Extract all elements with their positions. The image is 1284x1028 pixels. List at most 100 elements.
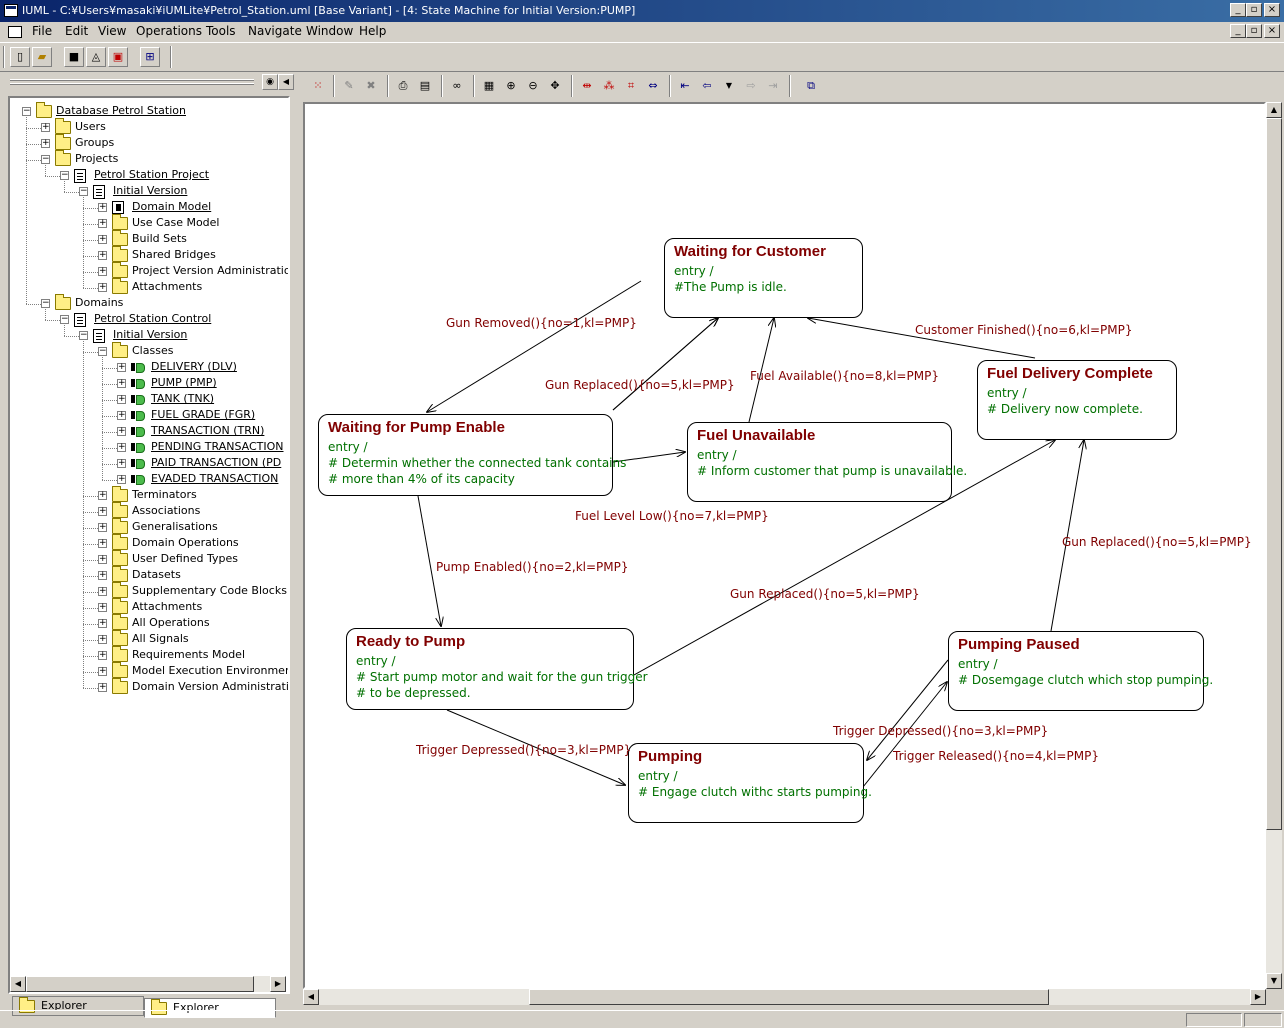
transition-arrow-t7[interactable] [612, 452, 685, 463]
new-file-icon[interactable]: ▯ [10, 47, 30, 67]
scroll-up-icon[interactable]: ▲ [1266, 102, 1282, 118]
tree-item[interactable]: +All Operations [10, 614, 288, 632]
maximize-button[interactable]: ▫ [1246, 3, 1262, 17]
tree-item[interactable]: +FUEL GRADE (FGR) [10, 408, 288, 424]
tree-item[interactable]: −Classes [10, 342, 288, 360]
tree-item[interactable]: +Domain Operations [10, 534, 288, 552]
expand-icon[interactable]: + [117, 458, 126, 468]
transition-label-t5b[interactable]: Gun Replaced(){no=5,kl=PMP} [545, 378, 735, 392]
tree-item[interactable]: +Model Execution Environment [10, 662, 288, 680]
window-list-icon[interactable]: ⧉ [801, 76, 821, 96]
transition-label-t4[interactable]: Trigger Released(){no=4,kl=PMP} [893, 749, 1099, 763]
transition-label-t1[interactable]: Gun Removed(){no=1,kl=PMP} [446, 316, 637, 330]
canvas-hscroll[interactable]: ◀ ▶ [303, 989, 1266, 1005]
tree-item[interactable]: +PAID TRANSACTION (PD [10, 456, 288, 472]
transition-arrow-t5a[interactable] [1050, 440, 1084, 632]
tree-item[interactable]: +Requirements Model [10, 646, 288, 664]
collapse-icon[interactable]: − [60, 314, 69, 324]
tree-item[interactable]: +EVADED TRANSACTION [10, 472, 288, 488]
tree-item[interactable]: −Domains [10, 294, 288, 312]
menu-edit[interactable]: Edit [65, 24, 89, 38]
transition-arrow-t3[interactable] [446, 709, 625, 785]
tree-item[interactable]: +Users [10, 118, 288, 136]
expand-icon[interactable]: + [98, 682, 107, 692]
tree-item[interactable]: +PENDING TRANSACTION [10, 440, 288, 456]
tree-item[interactable]: +Shared Bridges [10, 246, 288, 264]
last-icon[interactable]: ⇥ [763, 76, 783, 96]
transition-label-t2[interactable]: Pump Enabled(){no=2,kl=PMP} [436, 560, 629, 574]
tree-item[interactable]: +Domain Version Administration [10, 678, 288, 696]
collapse-icon[interactable]: − [79, 330, 88, 340]
expand-icon[interactable]: + [98, 202, 107, 212]
binoculars-icon[interactable]: ∞ [447, 76, 467, 96]
expand-icon[interactable]: + [117, 394, 126, 404]
transition-arrow-gun-replaced-enable[interactable] [612, 318, 718, 411]
scroll-right-icon[interactable]: ▶ [270, 976, 286, 992]
delete-x-icon[interactable]: ✖ [361, 76, 381, 96]
tree-item[interactable]: +All Signals [10, 630, 288, 648]
expand-icon[interactable]: + [98, 538, 107, 548]
back-icon[interactable]: ⇦ [697, 76, 717, 96]
menu-file[interactable]: File [32, 24, 53, 38]
resize-icon[interactable]: ⇔ [643, 76, 663, 96]
align-grid-icon[interactable]: ⁂ [599, 76, 619, 96]
document-icon[interactable] [8, 26, 22, 38]
mdi-minimize-button[interactable]: _ [1230, 24, 1246, 38]
explorer-hscroll[interactable]: ◀ ▶ [10, 976, 286, 992]
tree-item[interactable]: +Attachments [10, 278, 288, 296]
canvas-vscroll[interactable]: ▲ ▼ [1266, 102, 1282, 989]
menu-view[interactable]: View [98, 24, 127, 38]
expand-icon[interactable]: + [98, 250, 107, 260]
transition-label-t7[interactable]: Fuel Level Low(){no=7,kl=PMP} [575, 509, 769, 523]
collapse-icon[interactable]: − [60, 170, 69, 180]
expand-icon[interactable]: + [98, 522, 107, 532]
pin-icon[interactable]: ◉ [262, 74, 278, 90]
scroll-right-icon[interactable]: ▶ [1250, 989, 1266, 1005]
tree-item[interactable]: +TANK (TNK) [10, 392, 288, 408]
expand-icon[interactable]: + [98, 282, 107, 292]
transition-label-t8[interactable]: Fuel Available(){no=8,kl=PMP} [750, 369, 939, 383]
tree-item[interactable]: −Petrol Station Project [10, 168, 288, 184]
collapse-icon[interactable]: − [98, 346, 107, 356]
expand-icon[interactable]: + [98, 650, 107, 660]
expand-icon[interactable]: + [98, 634, 107, 644]
select-all-icon[interactable]: ⁙ [308, 76, 328, 96]
print-icon[interactable]: ⎙ [393, 76, 413, 96]
collapse-icon[interactable]: − [22, 106, 31, 116]
collapse-icon[interactable]: − [79, 186, 88, 196]
transition-arrow-t3b[interactable] [862, 682, 947, 788]
scroll-left-icon[interactable]: ◀ [10, 976, 26, 992]
transition-arrow-t2[interactable] [417, 495, 441, 626]
tree-item[interactable]: +Terminators [10, 486, 288, 504]
canvas-vscroll-thumb[interactable] [1266, 118, 1282, 830]
save-icon[interactable]: ■ [64, 47, 84, 67]
expand-icon[interactable]: + [117, 474, 126, 484]
recycle-icon[interactable]: ◬ [86, 47, 106, 67]
menu-window[interactable]: Window [306, 24, 354, 38]
tree-item[interactable]: +Datasets [10, 566, 288, 584]
transition-arrow-t4[interactable] [867, 659, 949, 760]
tree-item[interactable]: +Use Case Model [10, 214, 288, 232]
tree-item[interactable]: +PUMP (PMP) [10, 376, 288, 392]
expand-icon[interactable]: + [98, 586, 107, 596]
tab-explorer-1[interactable]: Explorer [12, 996, 144, 1016]
menu-help[interactable]: Help [359, 24, 387, 38]
expand-icon[interactable]: + [98, 618, 107, 628]
expand-icon[interactable]: + [117, 362, 126, 372]
zoom-in-icon[interactable]: ⊕ [501, 76, 521, 96]
transition-arrow-t1[interactable] [427, 280, 642, 412]
mdi-restore-button[interactable]: ▫ [1246, 24, 1262, 38]
dropdown-arrow-icon[interactable]: ▼ [719, 76, 739, 96]
expand-icon[interactable]: + [98, 490, 107, 500]
tree-item[interactable]: +DELIVERY (DLV) [10, 360, 288, 376]
tree-item[interactable]: +Attachments [10, 598, 288, 616]
hierarchy-icon[interactable]: ⊞ [140, 47, 160, 67]
expand-icon[interactable]: + [98, 554, 107, 564]
